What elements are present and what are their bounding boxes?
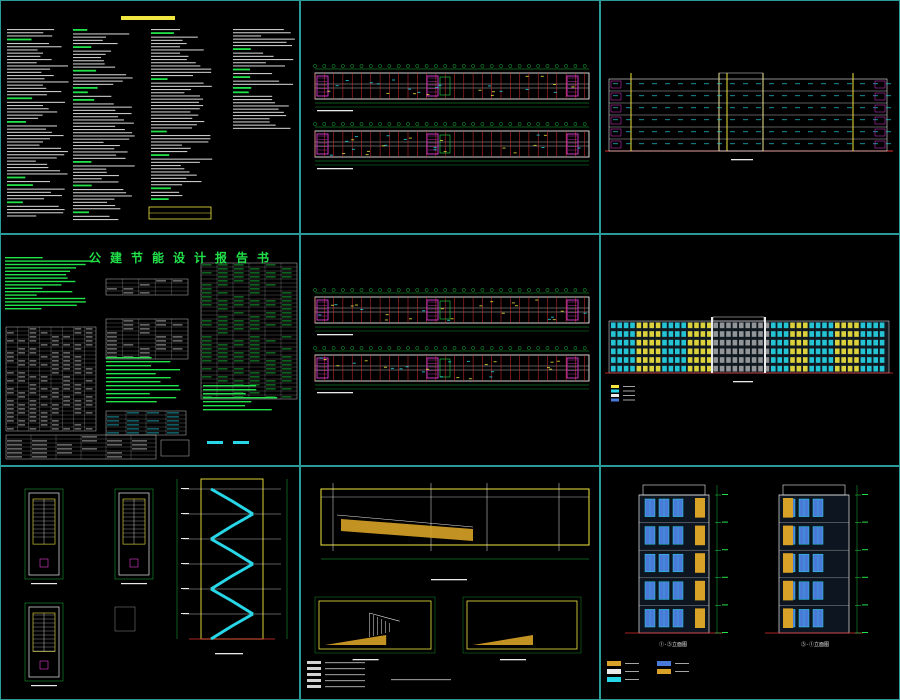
sheet-design-notes[interactable] — [0, 0, 300, 234]
right-elevation-title: ③-①立面图 — [801, 642, 830, 648]
energy-report-tables — [5, 257, 298, 460]
design-notes-drawing — [7, 16, 295, 221]
sheet-ramp-details[interactable] — [300, 466, 600, 700]
sheet-energy-report[interactable]: 公建节能设计报告书 — [0, 234, 300, 466]
floor-plans-a-drawing — [313, 64, 590, 170]
sheet-floor-plans-a[interactable] — [300, 0, 600, 234]
side-elevations-drawing — [607, 484, 868, 682]
section-elevation-a-drawing — [605, 72, 893, 161]
sheet-floor-plans-b[interactable] — [300, 234, 600, 466]
sheet-section-elevation-a[interactable] — [600, 0, 900, 234]
stair-details-drawing — [24, 478, 288, 687]
energy-report-title: 公建节能设计报告书 — [89, 251, 279, 265]
ramp-details-drawing — [307, 483, 590, 688]
left-elevation-title: ①-③立面图 — [659, 642, 688, 648]
floor-plans-b-drawing — [313, 288, 590, 394]
sheet-elevation-color[interactable] — [600, 234, 900, 466]
sheet-stair-details[interactable] — [0, 466, 300, 700]
sheet-side-elevations[interactable]: ①-③立面图 ③-①立面图 — [600, 466, 900, 700]
elevation-color-drawing — [605, 316, 893, 402]
